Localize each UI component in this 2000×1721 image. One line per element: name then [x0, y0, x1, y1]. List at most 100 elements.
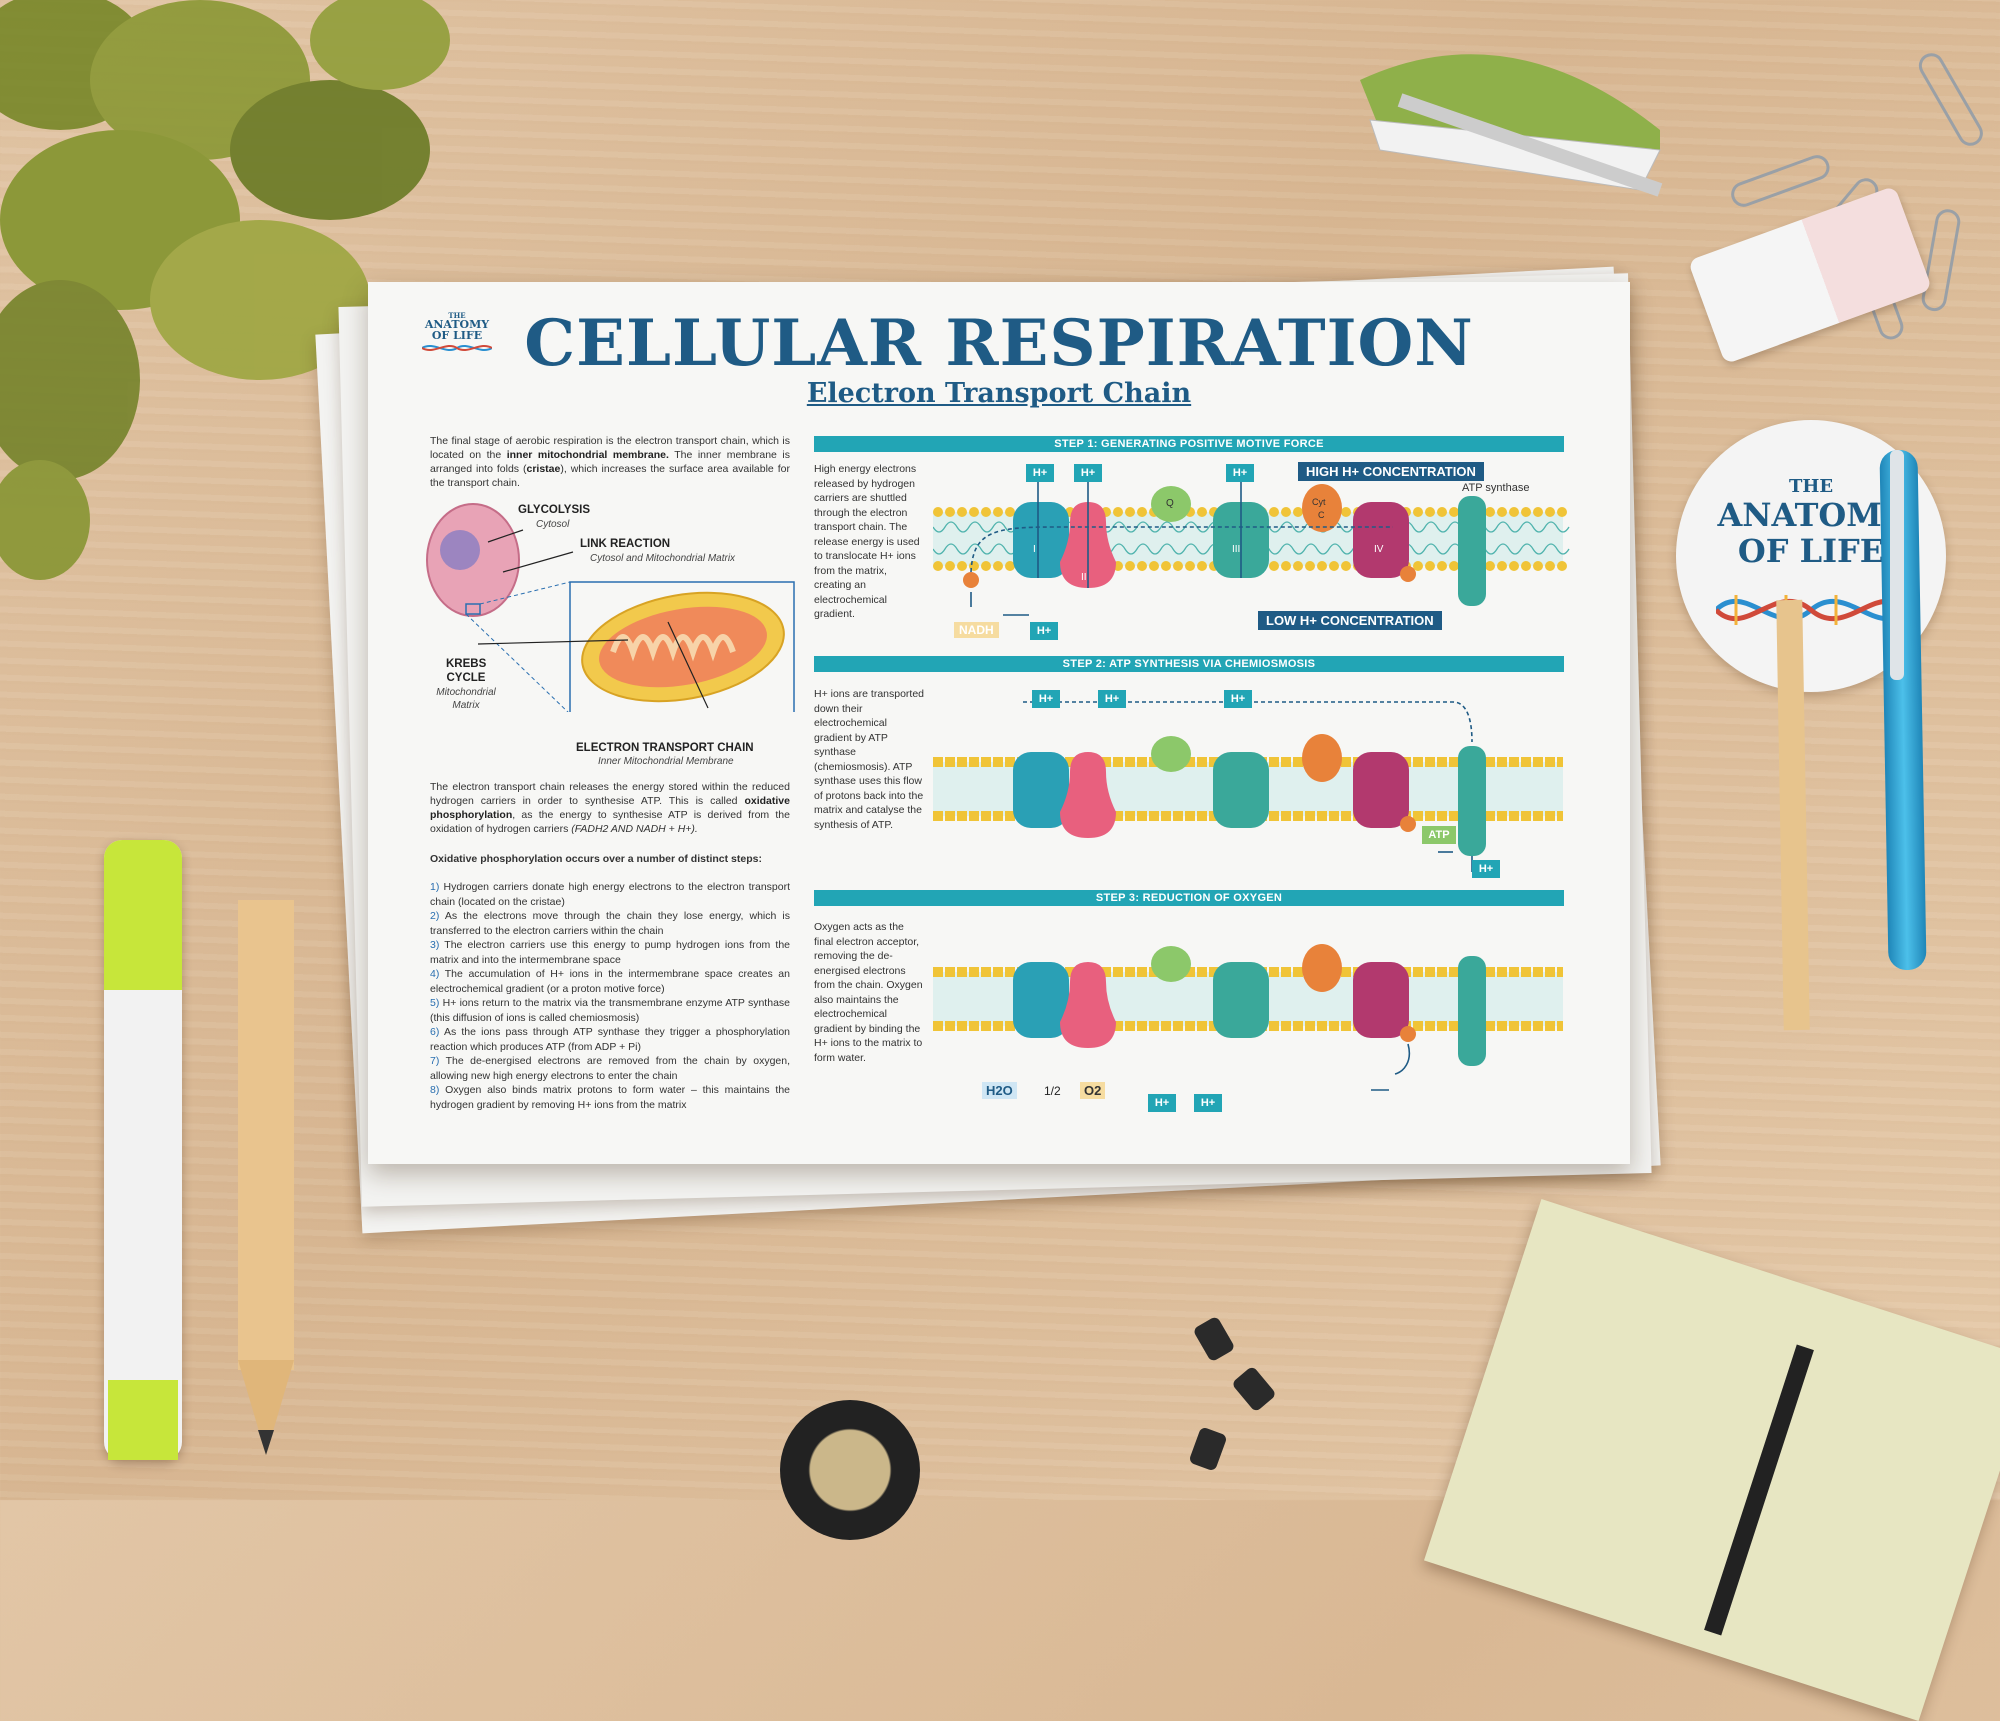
h-ion-badge: H+: [1030, 622, 1058, 640]
page-title: CELLULAR RESPIRATION: [524, 306, 1474, 381]
membrane-diagram-step3: [933, 944, 1563, 1091]
complex-i-label: I: [1033, 544, 1036, 555]
oxidative-paragraph: The electron transport chain releases th…: [430, 780, 790, 836]
h-ion-badge: H+: [1472, 860, 1500, 878]
step-text: Hydrogen carriers donate high energy ele…: [430, 881, 791, 908]
step1-bar: STEP 1: GENERATING POSITIVE MOTIVE FORCE: [814, 436, 1564, 452]
pencil-tip: [238, 1360, 294, 1455]
step2-text: H+ ions are transported down their elect…: [814, 688, 925, 831]
cyt-c-label: C: [1318, 510, 1325, 520]
h-ion-badge: H+: [1098, 690, 1126, 708]
list-item: 8) Oxygen also binds matrix protons to f…: [430, 1083, 790, 1112]
membrane-diagram-step2: [933, 701, 1563, 872]
atp-synthase-label: ATP synthase: [1462, 482, 1530, 494]
step1-text: High energy electrons released by hydrog…: [814, 463, 920, 620]
list-item: 7) The de-energised electrons are remove…: [430, 1054, 790, 1083]
page-subtitle: Electron Transport Chain: [806, 378, 1192, 409]
highlighter-end: [108, 1380, 178, 1460]
cyt-label: Cyt: [1312, 497, 1326, 507]
mitochondrion-matrix: [599, 606, 767, 688]
step-number: 1): [430, 881, 440, 893]
list-item: 3) The electron carriers use this energy…: [430, 938, 790, 967]
water-badge: H2O: [982, 1082, 1017, 1099]
sticker-line3: OF LIFE: [1737, 532, 1885, 570]
zoom-box-large: [569, 581, 795, 712]
step-text: As the ions pass through ATP synthase th…: [430, 1026, 790, 1053]
label-etc: ELECTRON TRANSPORT CHAIN: [576, 742, 754, 754]
label-glycolysis: GLYCOLYSIS: [518, 504, 591, 516]
sticker-line2: ANATOMY: [1717, 496, 1905, 534]
plant-decoration: [0, 0, 450, 580]
para2-text-a: The electron transport chain releases th…: [430, 781, 790, 807]
step-number: 4): [430, 968, 440, 980]
label-krebs-location-2: Matrix: [452, 700, 480, 711]
dna-icon: [1716, 595, 1906, 625]
list-item: 5) H+ ions return to the matrix via the …: [430, 996, 790, 1025]
electron-icon: [963, 572, 979, 588]
brand-line2: ANATOMY: [424, 318, 490, 331]
membrane-diagram-step1: [933, 482, 1570, 616]
para2-bold: oxidative phosphorylation: [430, 795, 790, 821]
para2-text-b: , as the energy to synthesise ATP is der…: [430, 809, 790, 835]
cell-nucleus: [440, 530, 480, 570]
label-krebs-2: CYCLE: [446, 672, 486, 684]
step-number: 8): [430, 1084, 440, 1096]
list-item: 1) Hydrogen carriers donate high energy …: [430, 880, 790, 909]
stapler: [1360, 54, 1663, 197]
step-number: 2): [430, 910, 440, 922]
intro-bold-2: cristae: [526, 463, 561, 475]
h-ion-badge: H+: [1226, 464, 1254, 482]
h-ion-badge: H+: [1148, 1094, 1176, 1112]
cytochrome-c: [1302, 484, 1342, 532]
h-ion-badge: H+: [1032, 690, 1060, 708]
label-krebs-location-1: Mitochondrial: [436, 687, 496, 698]
intro-text-3: ), which increases the surface area avai…: [430, 463, 790, 489]
h-ion-badge: H+: [1074, 464, 1102, 482]
label-glycolysis-location: Cytosol: [536, 519, 570, 530]
step-text: The de-energised electrons are removed f…: [430, 1055, 791, 1082]
step-number: 3): [430, 939, 440, 951]
list-item: 6) As the ions pass through ATP synthase…: [430, 1025, 790, 1054]
q-label: Q: [1166, 498, 1174, 509]
high-concentration-label: HIGH H+ CONCENTRATION: [1298, 462, 1484, 481]
intro-text-1: The final stage of aerobic respiration i…: [430, 435, 790, 461]
ubiquinone-q: [1151, 486, 1191, 522]
step3-bar: STEP 3: REDUCTION OF OXYGEN: [814, 890, 1564, 906]
intro-text-2: The inner membrane is arranged into fold…: [430, 449, 791, 475]
steps-heading: Oxidative phosphorylation occurs over a …: [430, 853, 762, 865]
intro-paragraph: The final stage of aerobic respiration i…: [430, 434, 790, 490]
step-text: Oxygen also binds matrix protons to form…: [430, 1084, 790, 1111]
cristae: [610, 634, 736, 662]
low-concentration-label: LOW H+ CONCENTRATION: [1258, 611, 1442, 630]
nadh-badge: NADH: [954, 622, 999, 638]
steps-list: 1) Hydrogen carriers donate high energy …: [430, 880, 790, 1112]
complex-iv-label: IV: [1374, 544, 1384, 555]
step-text: The electron carriers use this energy to…: [430, 939, 791, 966]
list-item: 4) The accumulation of H+ ions in the in…: [430, 967, 790, 996]
poster-sheet: THE ANATOMY OF LIFE CELLULAR RESPIRATION…: [368, 282, 1630, 1164]
highlighter-cap: [104, 840, 182, 990]
step-text: H+ ions return to the matrix via the tra…: [430, 997, 790, 1024]
pen-clip: [1890, 450, 1904, 680]
atp-badge: ATP: [1422, 826, 1456, 844]
cell-illustration: [426, 503, 795, 712]
brand-line1: THE: [448, 311, 466, 320]
zoom-box-small: [465, 603, 481, 615]
step-number: 6): [430, 1026, 440, 1038]
notebook: [1424, 1198, 2000, 1721]
complex-iii-label: III: [1232, 544, 1241, 555]
label-etc-location: Inner Mitochondrial Membrane: [598, 756, 734, 767]
h-ion-badge: H+: [1224, 690, 1252, 708]
label-link-location: Cytosol and Mitochondrial Matrix: [590, 553, 736, 564]
step-number: 5): [430, 997, 440, 1009]
label-krebs-1: KREBS: [446, 658, 487, 670]
zoom-line: [465, 613, 569, 712]
push-pins: [1190, 1317, 1275, 1470]
complex-i: [1013, 502, 1069, 578]
intro-bold-1: inner mitochondrial membrane.: [506, 449, 669, 461]
step-text: As the electrons move through the chain …: [430, 910, 791, 937]
dna-icon: [421, 345, 493, 351]
pencil-left: [238, 900, 294, 1370]
para2-italic: (FADH2 AND NADH + H+).: [571, 823, 698, 835]
step3-text: Oxygen acts as the final electron accept…: [814, 921, 923, 1064]
